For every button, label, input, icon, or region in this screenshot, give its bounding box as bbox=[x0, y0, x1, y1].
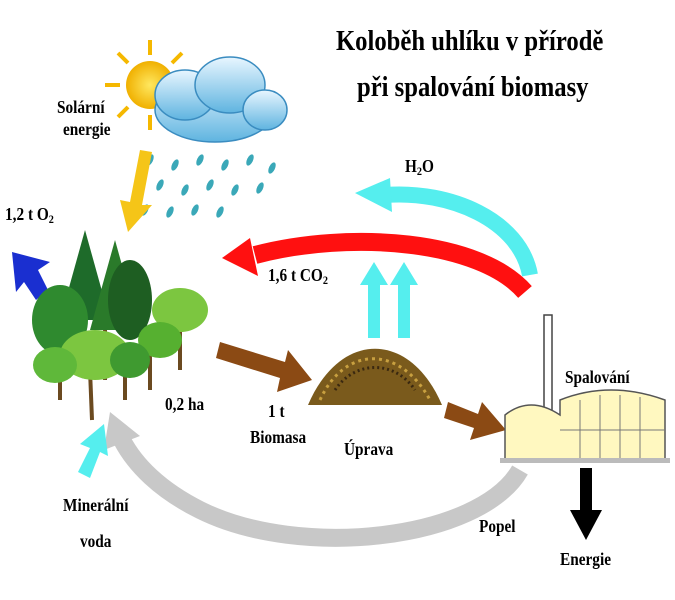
cloud-icon bbox=[154, 56, 288, 143]
co2-label-main: 1,6 t CO bbox=[268, 265, 323, 285]
co2-label: 1,6 t CO2 bbox=[268, 266, 328, 286]
solar-energy-label-2: energie bbox=[63, 119, 111, 139]
steam-up-arrows bbox=[360, 262, 418, 338]
water-label-tail: O bbox=[422, 156, 434, 176]
biomass-label-2: Biomasa bbox=[250, 427, 307, 447]
solar-energy-arrow bbox=[120, 150, 152, 232]
combustion-label: Spalování bbox=[565, 367, 630, 387]
minerals-label-2: voda bbox=[80, 531, 112, 551]
co2-arrow bbox=[222, 232, 532, 299]
water-vapor-arrow bbox=[355, 178, 538, 277]
biomass-label-1: 1 t bbox=[268, 401, 285, 421]
water-label-sub: 2 bbox=[416, 164, 423, 178]
co2-label-sub: 2 bbox=[322, 273, 328, 287]
water-label-main: H bbox=[405, 156, 417, 176]
oxygen-arrow bbox=[12, 252, 50, 300]
processing-label: Úprava bbox=[344, 439, 394, 459]
energy-arrow bbox=[570, 468, 602, 540]
power-plant-icon bbox=[500, 314, 670, 463]
biomass-pile-icon bbox=[308, 348, 442, 405]
energy-label: Energie bbox=[560, 549, 611, 569]
mineral-water-arrow bbox=[78, 424, 108, 478]
water-label: H2O bbox=[405, 157, 434, 177]
title-line-2: při spalování biomasy bbox=[357, 71, 589, 103]
processing-flow-arrow bbox=[444, 402, 506, 440]
biomass-flow-arrow bbox=[216, 342, 312, 392]
ash-label: Popel bbox=[479, 516, 516, 536]
minerals-label-1: Minerální bbox=[63, 495, 129, 515]
rain-icon bbox=[141, 154, 276, 218]
area-label: 0,2 ha bbox=[165, 394, 205, 414]
forest-icon bbox=[32, 230, 208, 421]
title-line-1: Koloběh uhlíku v přírodě bbox=[336, 25, 604, 57]
oxygen-label-main: 1,2 t O bbox=[5, 204, 49, 224]
oxygen-label-sub: 2 bbox=[48, 212, 54, 226]
solar-energy-label-1: Solární bbox=[57, 97, 105, 117]
oxygen-label: 1,2 t O2 bbox=[5, 205, 54, 225]
ash-return-arrow bbox=[104, 412, 528, 547]
